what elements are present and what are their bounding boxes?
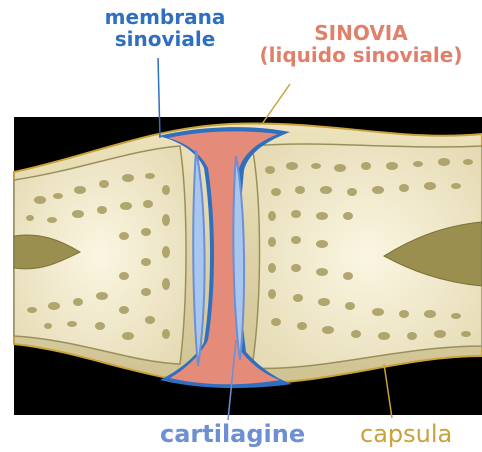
label-membrana-line1: membrana	[95, 6, 235, 28]
label-capsula: capsula	[360, 421, 452, 447]
label-cartilagine: cartilagine	[160, 421, 305, 447]
label-membrana-line2: sinoviale	[95, 28, 235, 50]
label-sinovia: SINOVIA (liquido sinoviale)	[245, 22, 477, 66]
label-membrana-sinoviale: membrana sinoviale	[95, 6, 235, 50]
label-sinovia-line2: (liquido sinoviale)	[245, 44, 477, 66]
label-sinovia-line1: SINOVIA	[245, 22, 477, 44]
